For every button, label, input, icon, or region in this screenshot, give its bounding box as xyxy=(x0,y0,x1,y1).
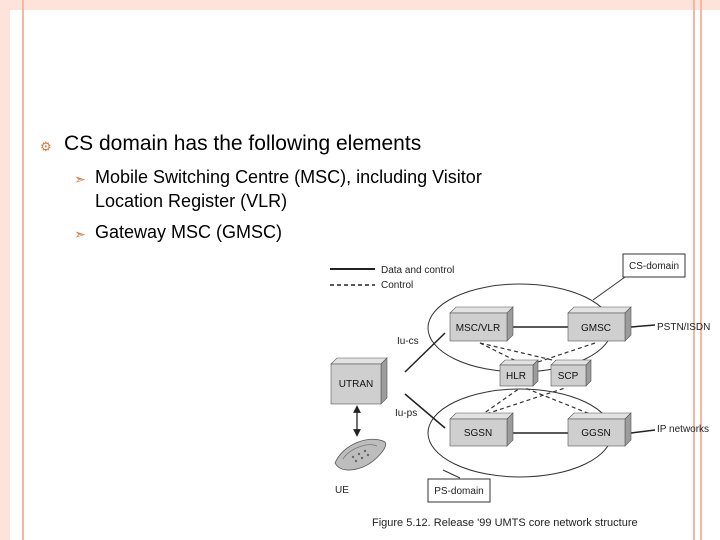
ip-networks-label: IP networks xyxy=(657,424,709,435)
bullet-sub1-line2: Location Register (VLR) xyxy=(95,191,288,211)
ue-label: UE xyxy=(335,485,349,496)
sgsn-box: SGSN xyxy=(449,412,514,447)
bullet-arrow-icon: ➣ xyxy=(74,226,86,242)
bullet-arrow-icon: ➣ xyxy=(74,171,86,187)
legend-data-control: Data and control xyxy=(381,265,454,276)
iu-ps-label: Iu-ps xyxy=(395,408,417,419)
control-links xyxy=(479,342,596,417)
umts-core-network-diagram: Data and control Control CS-domain PS-do… xyxy=(330,253,710,529)
ps-callout-line xyxy=(442,469,461,479)
cs-domain-callout xyxy=(622,253,686,278)
cs-callout-line xyxy=(592,276,626,301)
top-frame-band xyxy=(0,0,720,10)
msc-vlr-label: MSC/VLR xyxy=(456,323,500,334)
utran-label: UTRAN xyxy=(339,379,373,390)
scp-label: SCP xyxy=(558,371,579,382)
cs-domain-label: CS-domain xyxy=(629,261,679,272)
gmsc-label: GMSC xyxy=(581,323,611,334)
mobile-phone-icon xyxy=(334,438,387,471)
bullet-sub1-line1: Mobile Switching Centre (MSC), including… xyxy=(95,167,482,187)
gmsc-box: GMSC xyxy=(567,306,632,342)
left-frame-band xyxy=(0,0,10,540)
figure-caption: Figure 5.12. Release '99 UMTS core netwo… xyxy=(372,517,638,529)
ggsn-box: GGSN xyxy=(567,412,632,447)
bullet-sub2: Gateway MSC (GMSC) xyxy=(95,222,283,242)
ps-domain-callout xyxy=(427,478,491,503)
pstn-isdn-label: PSTN/ISDN xyxy=(657,322,710,333)
hlr-box: HLR xyxy=(499,359,539,387)
bullet-main: CS domain has the following elements xyxy=(64,132,422,155)
iu-cs-label: Iu-cs xyxy=(397,336,419,347)
legend-control: Control xyxy=(381,280,413,291)
ps-domain-label: PS-domain xyxy=(434,486,483,497)
ggsn-label: GGSN xyxy=(581,428,610,439)
frame-line xyxy=(22,0,24,540)
sgsn-label: SGSN xyxy=(464,428,492,439)
data-links xyxy=(404,324,656,434)
hlr-label: HLR xyxy=(506,371,526,382)
bullet-gear-icon: ⚙ xyxy=(40,139,52,154)
frame-line xyxy=(693,0,695,540)
msc-vlr-box: MSC/VLR xyxy=(449,306,514,342)
frame-line xyxy=(700,0,702,540)
scp-box: SCP xyxy=(550,359,592,387)
utran-box: UTRAN xyxy=(330,357,388,405)
